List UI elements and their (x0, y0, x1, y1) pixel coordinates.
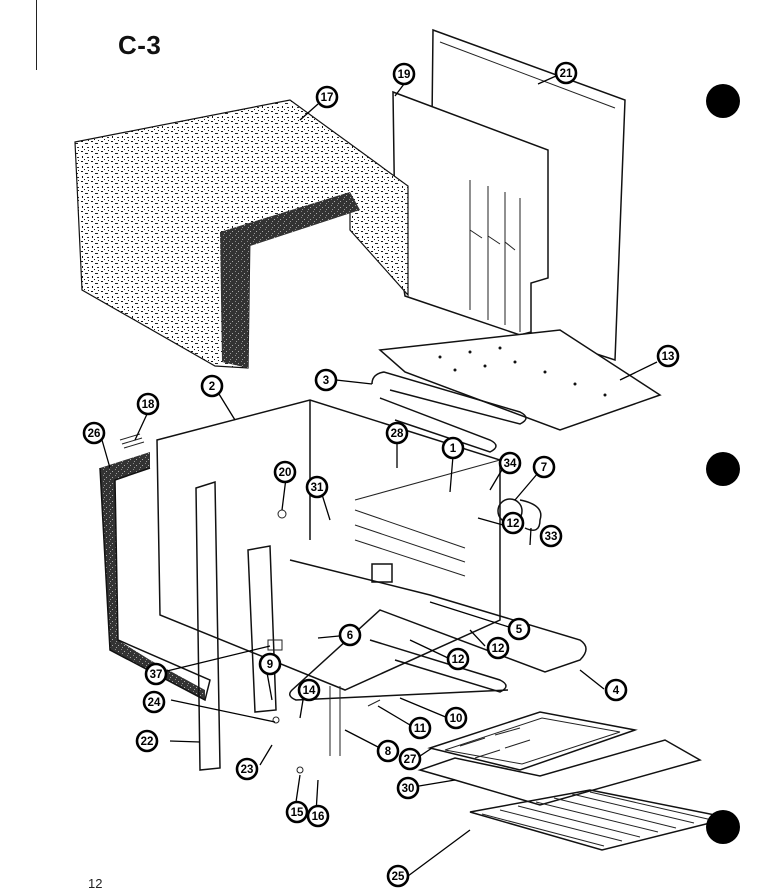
callout-18: 18 (136, 392, 160, 416)
binder-hole-middle (706, 452, 740, 486)
callout-2: 2 (200, 374, 224, 398)
callout-13: 13 (656, 344, 680, 368)
svg-text:27: 27 (404, 754, 417, 766)
callout-14: 14 (297, 678, 321, 702)
svg-text:1: 1 (450, 443, 457, 455)
svg-text:19: 19 (398, 69, 411, 81)
callout-21: 21 (554, 61, 578, 85)
margin-rule (36, 0, 37, 70)
binder-hole-bottom (706, 810, 740, 844)
callout-19: 19 (392, 62, 416, 86)
svg-text:37: 37 (150, 669, 163, 681)
svg-text:12: 12 (452, 654, 465, 666)
callout-9: 9 (258, 652, 282, 676)
svg-text:15: 15 (291, 807, 304, 819)
back-panel-drawing (392, 90, 549, 336)
callout-26: 26 (82, 421, 106, 445)
svg-text:5: 5 (516, 624, 523, 636)
oven-rack-drawing (469, 789, 731, 851)
svg-text:12: 12 (492, 643, 505, 655)
svg-text:23: 23 (241, 764, 254, 776)
svg-text:13: 13 (662, 351, 675, 363)
callout-8: 8 (376, 739, 400, 763)
svg-text:31: 31 (311, 482, 324, 494)
svg-text:14: 14 (303, 685, 316, 697)
svg-text:26: 26 (88, 428, 101, 440)
page-number: 12 (88, 876, 103, 891)
callout-30: 30 (396, 776, 420, 800)
callout-15: 15 (285, 800, 309, 824)
svg-text:9: 9 (267, 659, 273, 671)
svg-text:28: 28 (391, 428, 404, 440)
callout-20: 20 (273, 460, 297, 484)
callout-5: 5 (507, 617, 531, 641)
oven-cavity-drawing (156, 399, 501, 691)
svg-text:4: 4 (613, 685, 620, 697)
callout-7: 7 (532, 455, 556, 479)
binder-hole-top (706, 84, 740, 118)
upper-heating-element-drawing (371, 371, 527, 453)
callout-badges: 19 21 17 13 3 2 18 26 28 1 34 7 20 31 12… (82, 61, 680, 888)
svg-text:6: 6 (347, 630, 353, 642)
small-hardware-drawing (119, 433, 381, 774)
callout-16: 16 (306, 804, 330, 828)
callout-31: 31 (305, 475, 329, 499)
svg-text:24: 24 (148, 697, 161, 709)
callout-12b: 12 (446, 647, 470, 671)
baking-tray-drawing (427, 711, 638, 771)
svg-text:22: 22 (141, 736, 154, 748)
callout-12c: 12 (486, 636, 510, 660)
callout-17: 17 (315, 85, 339, 109)
svg-text:18: 18 (142, 399, 155, 411)
callout-27: 27 (398, 747, 422, 771)
svg-text:21: 21 (560, 68, 573, 80)
callout-1: 1 (441, 436, 465, 460)
svg-text:11: 11 (414, 723, 427, 735)
svg-text:34: 34 (504, 458, 517, 470)
callout-22: 22 (135, 729, 159, 753)
bottom-plate-drawing (378, 329, 662, 431)
svg-text:17: 17 (321, 92, 334, 104)
callout-28: 28 (385, 421, 409, 445)
svg-text:30: 30 (402, 783, 415, 795)
callout-11: 11 (408, 716, 432, 740)
svg-text:2: 2 (209, 381, 215, 393)
callout-33: 33 (539, 524, 563, 548)
callout-23: 23 (235, 757, 259, 781)
callout-4: 4 (604, 678, 628, 702)
svg-text:33: 33 (545, 531, 558, 543)
svg-text:8: 8 (385, 746, 392, 758)
crumb-tray-drawing (417, 739, 702, 806)
lower-heating-element-drawing (289, 559, 587, 701)
callout-24: 24 (142, 690, 166, 714)
svg-text:12: 12 (507, 518, 520, 530)
svg-text:7: 7 (541, 462, 547, 474)
door-hinge-drawing (195, 480, 277, 771)
callout-25: 25 (386, 864, 410, 888)
svg-text:25: 25 (392, 871, 405, 883)
terminal-block-drawing (371, 563, 393, 583)
outer-cabinet-wrapper-drawing (74, 99, 409, 369)
callout-34: 34 (498, 451, 522, 475)
leader-lines (101, 75, 658, 877)
callout-37: 37 (144, 662, 168, 686)
section-code: C-3 (118, 30, 162, 60)
door-gasket-drawing (99, 452, 211, 702)
callout-6: 6 (338, 623, 362, 647)
svg-text:16: 16 (312, 811, 325, 823)
callout-3: 3 (314, 368, 338, 392)
svg-text:10: 10 (450, 713, 463, 725)
svg-text:3: 3 (323, 375, 329, 387)
svg-text:20: 20 (279, 467, 292, 479)
callout-12a: 12 (501, 511, 525, 535)
callout-10: 10 (444, 706, 468, 730)
